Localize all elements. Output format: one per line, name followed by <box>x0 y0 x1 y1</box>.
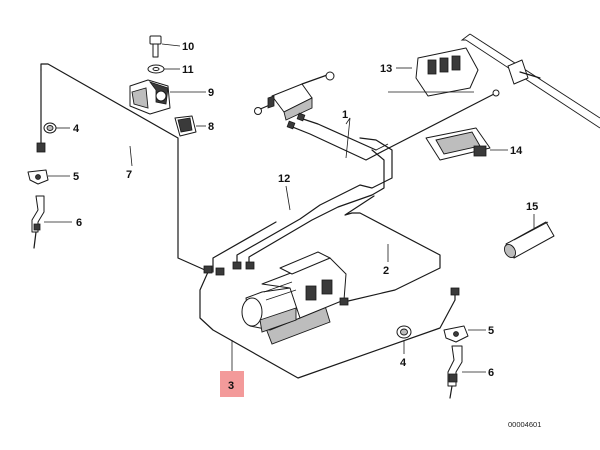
bracket-plate-part-14[interactable] <box>425 127 491 161</box>
clip-part-5-left[interactable] <box>27 169 49 185</box>
line-holder-part-13[interactable] <box>415 47 479 97</box>
bracket-part-9[interactable] <box>129 79 171 115</box>
callout-7[interactable]: 7 <box>126 169 132 181</box>
brake-line-7 <box>40 63 206 271</box>
callout-6-right[interactable]: 6 <box>488 367 494 379</box>
hydraulic-unit <box>241 251 347 345</box>
callout-13[interactable]: 13 <box>380 63 392 75</box>
clip-part-8[interactable] <box>174 115 197 137</box>
callout-1[interactable]: 1 <box>342 109 348 121</box>
washer-part-11[interactable] <box>147 64 165 74</box>
brake-line-3 <box>199 271 456 379</box>
leader-lines <box>44 43 535 373</box>
bolt-part-10[interactable] <box>149 35 162 58</box>
callout-12[interactable]: 12 <box>278 173 290 185</box>
cross-member <box>460 33 600 129</box>
drawing-number: 00004601 <box>508 420 541 429</box>
callout-8[interactable]: 8 <box>208 121 214 133</box>
t-junction <box>507 59 541 85</box>
callout-4-right[interactable]: 4 <box>400 357 407 369</box>
grommet-part-4-right[interactable] <box>396 325 412 339</box>
hose-sleeve-part-15[interactable] <box>502 221 555 260</box>
callout-5-right[interactable]: 5 <box>488 325 494 337</box>
hose-part-6-right[interactable] <box>447 345 463 399</box>
brake-line-1 <box>289 92 497 161</box>
valve-block <box>254 71 335 121</box>
callout-2[interactable]: 2 <box>383 265 389 277</box>
fittings-line-1 <box>286 89 500 130</box>
callout-5-left[interactable]: 5 <box>73 171 79 183</box>
brake-line-2 <box>343 195 441 303</box>
brake-line-12 <box>212 137 393 273</box>
callout-9[interactable]: 9 <box>208 87 214 99</box>
fitting-left <box>36 142 46 153</box>
callout-6-left[interactable]: 6 <box>76 217 82 229</box>
callout-15[interactable]: 15 <box>526 201 538 213</box>
callout-3[interactable]: 3 <box>228 380 234 392</box>
callout-10[interactable]: 10 <box>182 41 194 53</box>
callout-11[interactable]: 11 <box>182 64 194 76</box>
callout-4-left[interactable]: 4 <box>73 123 80 135</box>
callout-14[interactable]: 14 <box>510 145 523 157</box>
fittings-block <box>203 261 460 306</box>
highlight-box-part-3 <box>220 371 244 397</box>
grommet-part-4-left[interactable] <box>43 122 57 134</box>
clip-part-5-right[interactable] <box>443 325 469 343</box>
hose-part-6-left[interactable] <box>31 195 45 249</box>
